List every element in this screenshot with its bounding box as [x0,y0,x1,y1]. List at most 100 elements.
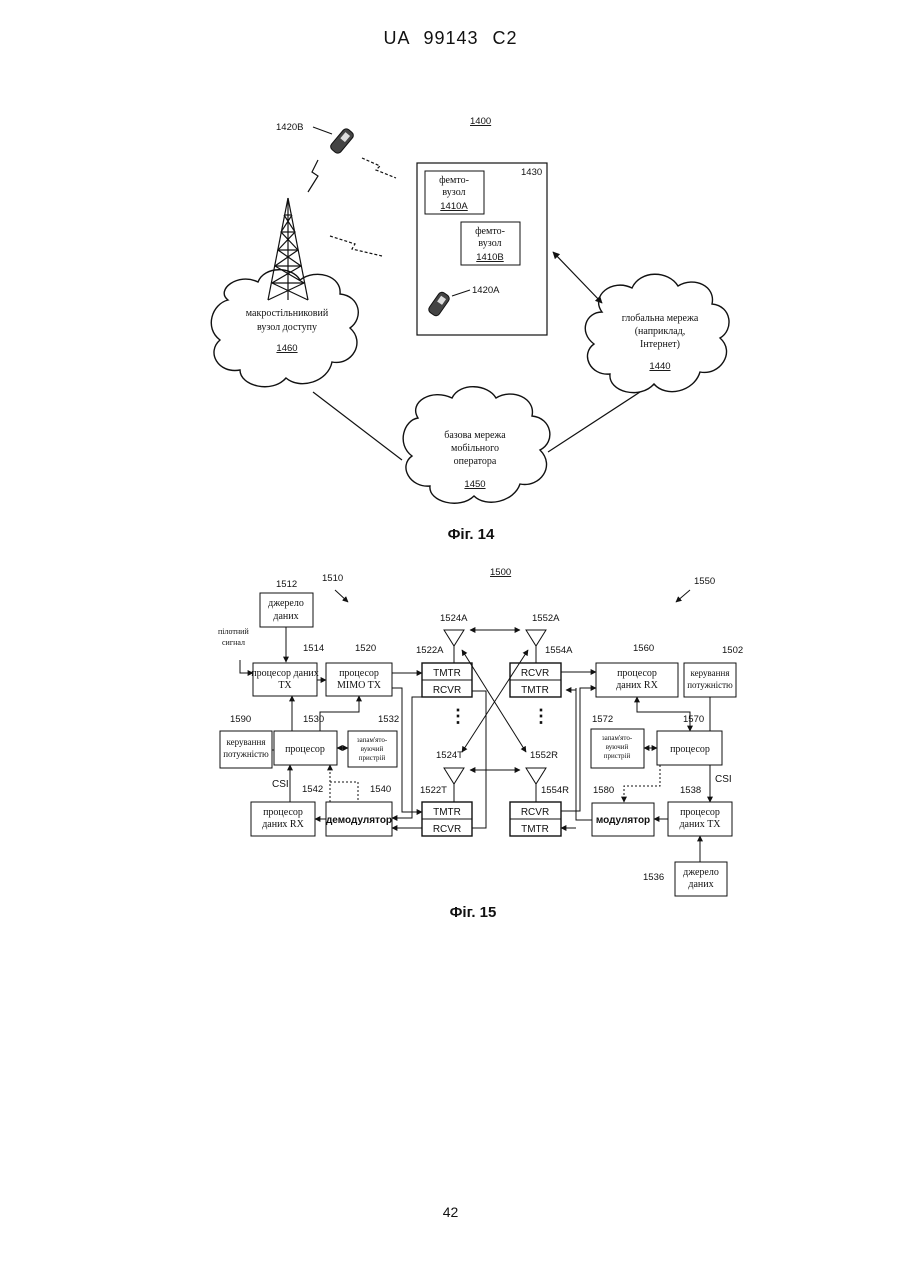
line-mod-to-tmtr [576,688,592,820]
tx-right-line2: даних TX [679,819,721,830]
ref-1460: 1460 [276,343,297,354]
ref-1502: 1502 [722,645,743,656]
link-femto-global [553,252,602,303]
rcvr-r-top: RCVR [521,807,549,818]
data-source-bottom-line1: джерело [683,867,719,878]
tx-data-proc-line1: процесор даних [251,668,319,679]
memory-left-line2: вуючий [361,745,384,753]
memory-right-line2: вуючий [606,743,629,751]
ref-1512: 1512 [276,579,297,590]
figure-15: 1500 1510 1550 1512 джерело даних пілотн… [218,567,743,921]
femto-b-line1: фемто- [475,226,505,237]
leader-1420a [452,290,470,296]
rcvr-r-bottom: TMTR [521,824,549,835]
ref-1554a: 1554A [545,645,573,656]
antenna-1524t-icon [444,768,464,802]
mobile-phone-1420b-icon [329,127,355,155]
pilot-line1: пілотний [218,627,249,636]
leader-1420b [313,127,332,134]
antenna-1524a-icon [444,630,464,663]
ref-1410b: 1410B [476,252,503,263]
antenna-1552a-icon [526,630,546,663]
ref-1450: 1450 [464,479,485,490]
ref-1522t: 1522T [420,785,447,796]
ref-1522a: 1522A [416,645,444,656]
ref-1524t: 1524T [436,750,463,761]
csi-left: CSI [272,779,289,790]
figure-14-caption: Фiг. 14 [448,526,495,543]
ref-1410a: 1410A [440,201,468,212]
cell-tower-icon [268,198,308,300]
demodulator-label: демодулятор [326,815,392,826]
core-line3: оператора [454,456,497,467]
ref-1536: 1536 [643,872,664,883]
mimo-tx-line2: MIMO TX [337,680,382,691]
arrow-processor-to-mod [624,765,660,802]
power-right-line2: потужністю [687,680,733,690]
femto-a-line2: вузол [442,187,465,198]
ref-1550: 1550 [694,576,715,587]
wireless-link-icon [308,160,318,192]
power-left-line2: потужністю [223,749,269,759]
femto-b-line2: вузол [478,238,501,249]
ref-1400: 1400 [470,116,491,127]
femto-a-line1: фемто- [439,175,469,186]
ref-1540: 1540 [370,784,391,795]
memory-left-line1: запам'ято- [357,736,388,744]
line-tmtr-left-return [472,691,486,828]
pilot-line2: сигнал [222,638,245,647]
ref-1560: 1560 [633,643,654,654]
macro-label-line2: вузол доступу [257,322,317,333]
ref-1590: 1590 [230,714,251,725]
figure-14: 1400 1420B макростільниковий вузол [211,116,729,543]
ref-1530: 1530 [303,714,324,725]
processor-left-label: процесор [285,744,325,755]
csi-right: CSI [715,774,732,785]
rcvr-a-top: RCVR [521,668,549,679]
core-line1: базова мережа [444,430,506,441]
ref-1552a: 1552A [532,613,560,624]
link-demod-processor [330,782,358,802]
rx-right-line2: даних RX [616,680,658,691]
ref-1520: 1520 [355,643,376,654]
memory-right-line3: пристрій [604,752,631,760]
mobile-phone-1420a-icon [427,291,451,318]
ref-1532: 1532 [378,714,399,725]
ref-1420b: 1420B [276,122,303,133]
link-macro-core [313,392,402,460]
rx-left-line2: даних RX [262,819,304,830]
tmtr-t-bottom: RCVR [433,824,461,835]
global-line3: Інтернет) [640,339,680,350]
power-left-line1: керування [227,737,266,747]
tx-data-proc-line2: TX [278,680,292,691]
ref-1514: 1514 [303,643,324,654]
data-source-top-line1: джерело [268,598,304,609]
ref-1440: 1440 [649,361,670,372]
ref-1420a: 1420A [472,285,500,296]
mimo-tx-line1: процесор [339,668,379,679]
processor-right-label: процесор [670,744,710,755]
ref-1542: 1542 [302,784,323,795]
tmtr-t-top: TMTR [433,807,461,818]
arrow-processor-to-mimo [320,696,359,731]
ref-1538: 1538 [680,785,701,796]
ref-1552r: 1552R [530,750,558,761]
link-global-core [548,392,640,452]
ref-1580: 1580 [593,785,614,796]
global-line2: (наприклад, [635,326,686,337]
ref-1572: 1572 [592,714,613,725]
ellipsis-right: ⋮ [532,706,550,726]
wireless-link-icon [330,236,382,256]
leader-1510 [335,590,348,602]
leader-1550 [676,590,690,602]
global-line1: глобальна мережа [622,313,699,324]
ref-1500: 1500 [490,567,511,578]
data-source-bottom-line2: даних [688,879,713,890]
data-source-top-line2: даних [273,611,298,622]
rx-left-line1: процесор [263,807,303,818]
figure-15-caption: Фiг. 15 [450,904,497,921]
memory-left-line3: пристрій [359,754,386,762]
tmtr-a-bottom: RCVR [433,685,461,696]
ref-1430: 1430 [521,167,542,178]
